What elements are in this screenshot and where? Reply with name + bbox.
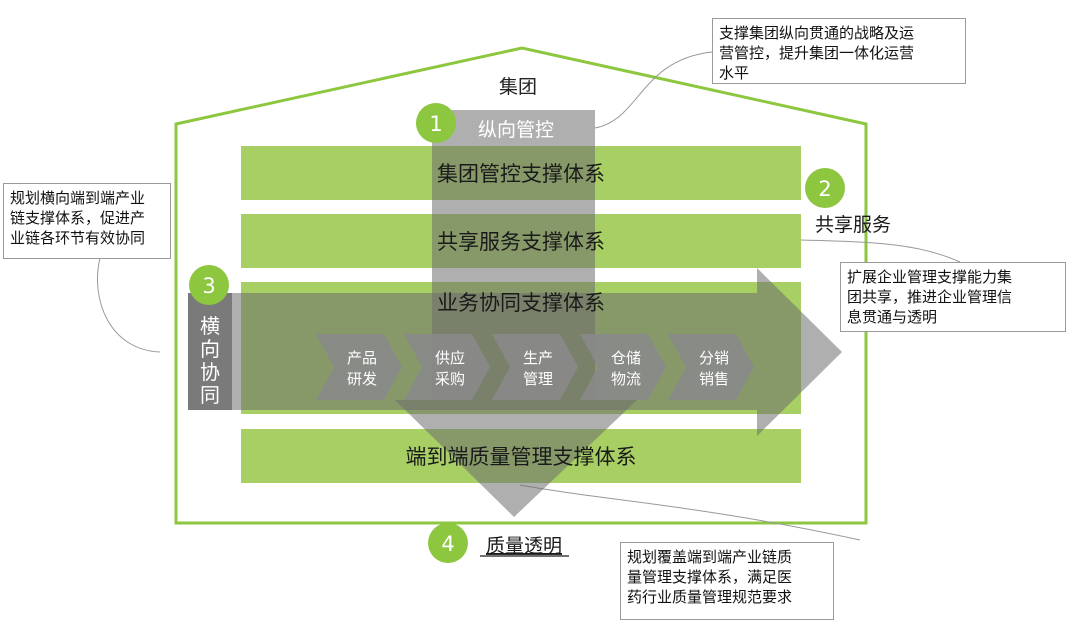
chain-step-label-line-2: 研发 [347,370,377,388]
callout-vertical-line-3: 水平 [719,64,750,82]
badge-label-1: 纵向管控 [478,119,554,141]
badge-circle-4 [428,523,468,563]
callout-quality-line-3: 药行业质量管理规范要求 [627,588,793,606]
callout-shared-line-3: 息贯通与透明 [847,308,938,326]
chain-step-label-line-2: 采购 [435,370,465,388]
callout-shared: 扩展企业管理支撑能力集 团共享，推进企业管理信 息贯通与透明 [840,262,1066,332]
chain-step-label-line-1: 产品 [347,349,377,367]
badge-label-3-char-2: 向 [200,337,220,361]
connector-horizontal [97,257,161,353]
chain-step-label-line-2: 管理 [523,370,553,388]
chain-step-label-line-2: 销售 [699,370,729,388]
chain-step-label-line-1: 仓储 [611,349,641,367]
chain-step-shape [492,334,578,400]
house-title: 集团 [499,76,537,98]
callout-vertical-line-1: 支撑集团纵向贯通的战略及运 [719,24,915,42]
callout-horizontal-line-1: 规划横向端到端产业 [10,189,146,207]
badge-circle-1 [416,103,456,143]
layer-label-1: 集团管控支撑体系 [437,162,605,186]
badge-number-3: 3 [202,274,215,298]
badge-label-2: 共享服务 [815,214,891,236]
callout-vertical: 支撑集团纵向贯通的战略及运 营管控，提升集团一体化运营 水平 [712,18,966,84]
callout-horizontal-line-2: 链支撑体系，促进产 [10,209,146,227]
badge-number-1: 1 [429,112,442,136]
callout-horizontal: 规划横向端到端产业 链支撑体系，促进产 业链各环节有效协同 [3,183,171,259]
badge-number-2: 2 [818,177,831,201]
chain-step-shape [404,334,490,400]
connector-shared [799,239,961,263]
connector-vertical [594,51,713,129]
chain-step-label-line-1: 分销 [699,349,729,367]
badge-label-3-char-3: 协 [200,360,220,384]
layer-label-3: 业务协同支撑体系 [437,291,605,315]
layer-label-2: 共享服务支撑体系 [437,230,605,254]
callout-horizontal-line-3: 业链各环节有效协同 [10,229,146,247]
layer-label-4: 端到端质量管理支撑体系 [406,445,637,469]
chain-step-label-line-1: 供应 [435,349,465,367]
badge-number-4: 4 [441,532,454,556]
callout-quality-line-1: 规划覆盖端到端产业链质 [627,548,793,566]
horizontal-label-box [188,293,232,410]
badge-label-4: 质量透明 [486,535,562,557]
callout-vertical-line-2: 营管控，提升集团一体化运营 [719,44,915,62]
badge-circle-3 [189,265,229,305]
badge-label-3-char-1: 横 [200,314,220,338]
chain-step-label-line-2: 物流 [611,370,641,388]
chain-step-shape [316,334,402,400]
badge-label-3-char-4: 同 [200,383,220,407]
callout-shared-line-2: 团共享，推进企业管理信 [847,288,1013,306]
callout-shared-line-1: 扩展企业管理支撑能力集 [847,268,1013,286]
callout-quality: 规划覆盖端到端产业链质 量管理支撑体系，满足医 药行业质量管理规范要求 [620,542,834,620]
callout-quality-line-2: 量管理支撑体系，满足医 [627,568,793,586]
chain-step-label-line-1: 生产 [523,349,553,367]
badge-circle-2 [805,168,845,208]
chain-step-shape [668,334,754,400]
chain-step-shape [580,334,666,400]
connector-quality [519,484,861,541]
